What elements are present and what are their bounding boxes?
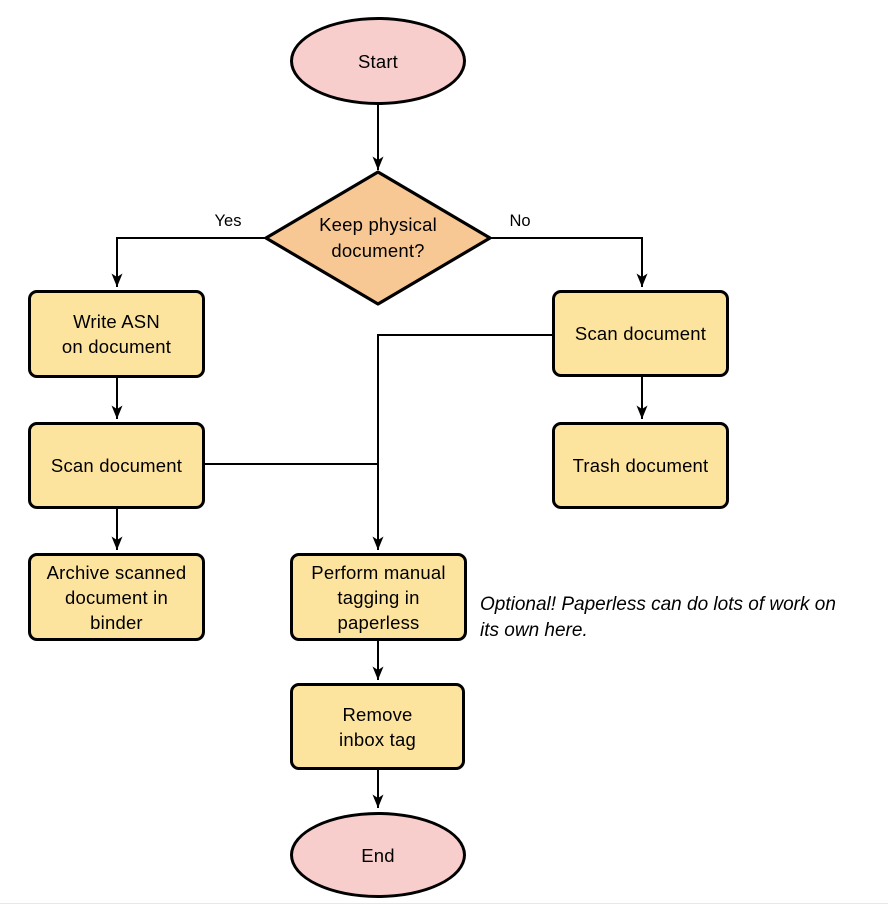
node-manual-tagging: Perform manual tagging in paperless	[290, 553, 467, 641]
node-start: Start	[290, 17, 466, 105]
optional-note: Optional! Paperless can do lots of work …	[480, 594, 836, 641]
node-scan-document-left-label: Scan document	[50, 455, 183, 476]
node-scan-document-right: Scan document	[552, 290, 729, 377]
node-manual-tagging-label: Perform manual tagging in paperless	[311, 561, 446, 633]
node-archive-binder: Archive scanned document in binder	[28, 553, 205, 641]
node-scan-document-left: Scan document	[28, 422, 205, 509]
node-decision-label: Keep physical document?	[319, 214, 437, 261]
edge-decision-no-to-scan-right	[490, 237, 648, 287]
edge-scan-right-to-perform	[372, 334, 552, 550]
node-trash-document-label: Trash document	[572, 455, 709, 476]
node-write-asn: Write ASN on document	[28, 290, 205, 378]
node-end: End	[290, 812, 466, 898]
edge-label-no: No	[509, 212, 531, 230]
node-start-label: Start	[357, 50, 399, 72]
decision-diamond-shape	[264, 170, 492, 306]
node-scan-document-right-label: Scan document	[574, 323, 707, 344]
node-remove-inbox-tag-label: Remove inbox tag	[339, 703, 416, 750]
node-trash-document: Trash document	[552, 422, 729, 509]
node-archive-binder-label: Archive scanned document in binder	[46, 561, 187, 633]
node-write-asn-label: Write ASN on document	[61, 311, 172, 357]
page-bottom-rule	[0, 903, 888, 904]
node-remove-inbox-tag: Remove inbox tag	[290, 683, 465, 770]
node-end-label: End	[361, 844, 395, 866]
edge-decision-yes-to-write-asn	[111, 237, 266, 287]
edge-label-yes: Yes	[214, 212, 242, 230]
